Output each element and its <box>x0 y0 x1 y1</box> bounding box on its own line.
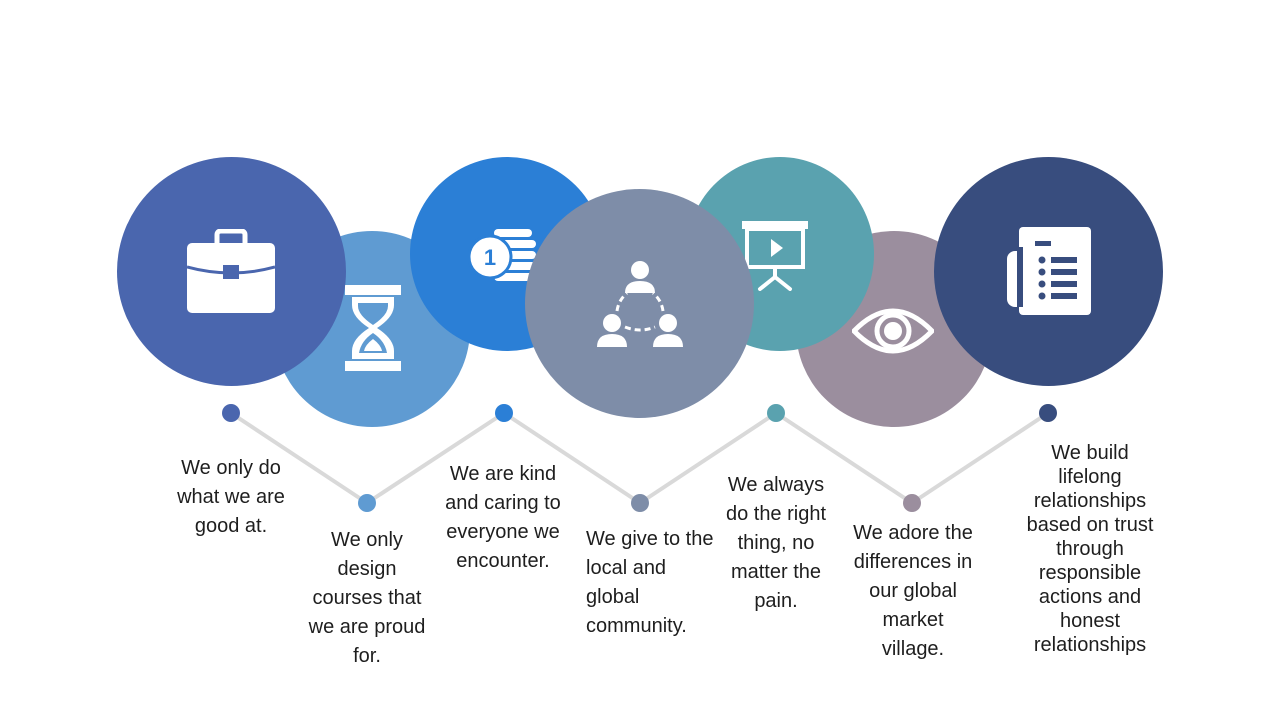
hourglass-icon <box>345 285 401 371</box>
briefcase-circle <box>117 157 346 386</box>
community-icon <box>595 261 685 347</box>
value-label-7: We build lifelong relationships based on… <box>1026 442 1154 656</box>
value-label-5: We always do the right thing, no matter … <box>725 474 827 612</box>
connector-dot-5 <box>767 404 785 422</box>
value-label-6: We adore the differences in our global m… <box>853 522 973 660</box>
community-circle <box>525 189 754 418</box>
coin-number: 1 <box>484 245 496 270</box>
document-circle <box>934 157 1163 386</box>
document-icon <box>1007 227 1091 315</box>
briefcase-icon <box>187 229 275 313</box>
connector-dot-7 <box>1039 404 1057 422</box>
value-label-3: We are kind and caring to everyone we en… <box>445 463 561 572</box>
coins-icon: 1 <box>468 227 538 281</box>
connector-dot-1 <box>222 404 240 422</box>
connector-dot-4 <box>631 494 649 512</box>
eye-icon <box>852 306 934 356</box>
connector-dot-3 <box>495 404 513 422</box>
value-label-4: We give to the local and global communit… <box>586 528 714 637</box>
presentation-icon <box>742 221 808 291</box>
connector-dot-6 <box>903 494 921 512</box>
value-label-2: We only design courses that we are proud… <box>308 529 426 667</box>
value-label-1: We only do what we are good at. <box>177 457 285 537</box>
connector-dot-2 <box>358 494 376 512</box>
